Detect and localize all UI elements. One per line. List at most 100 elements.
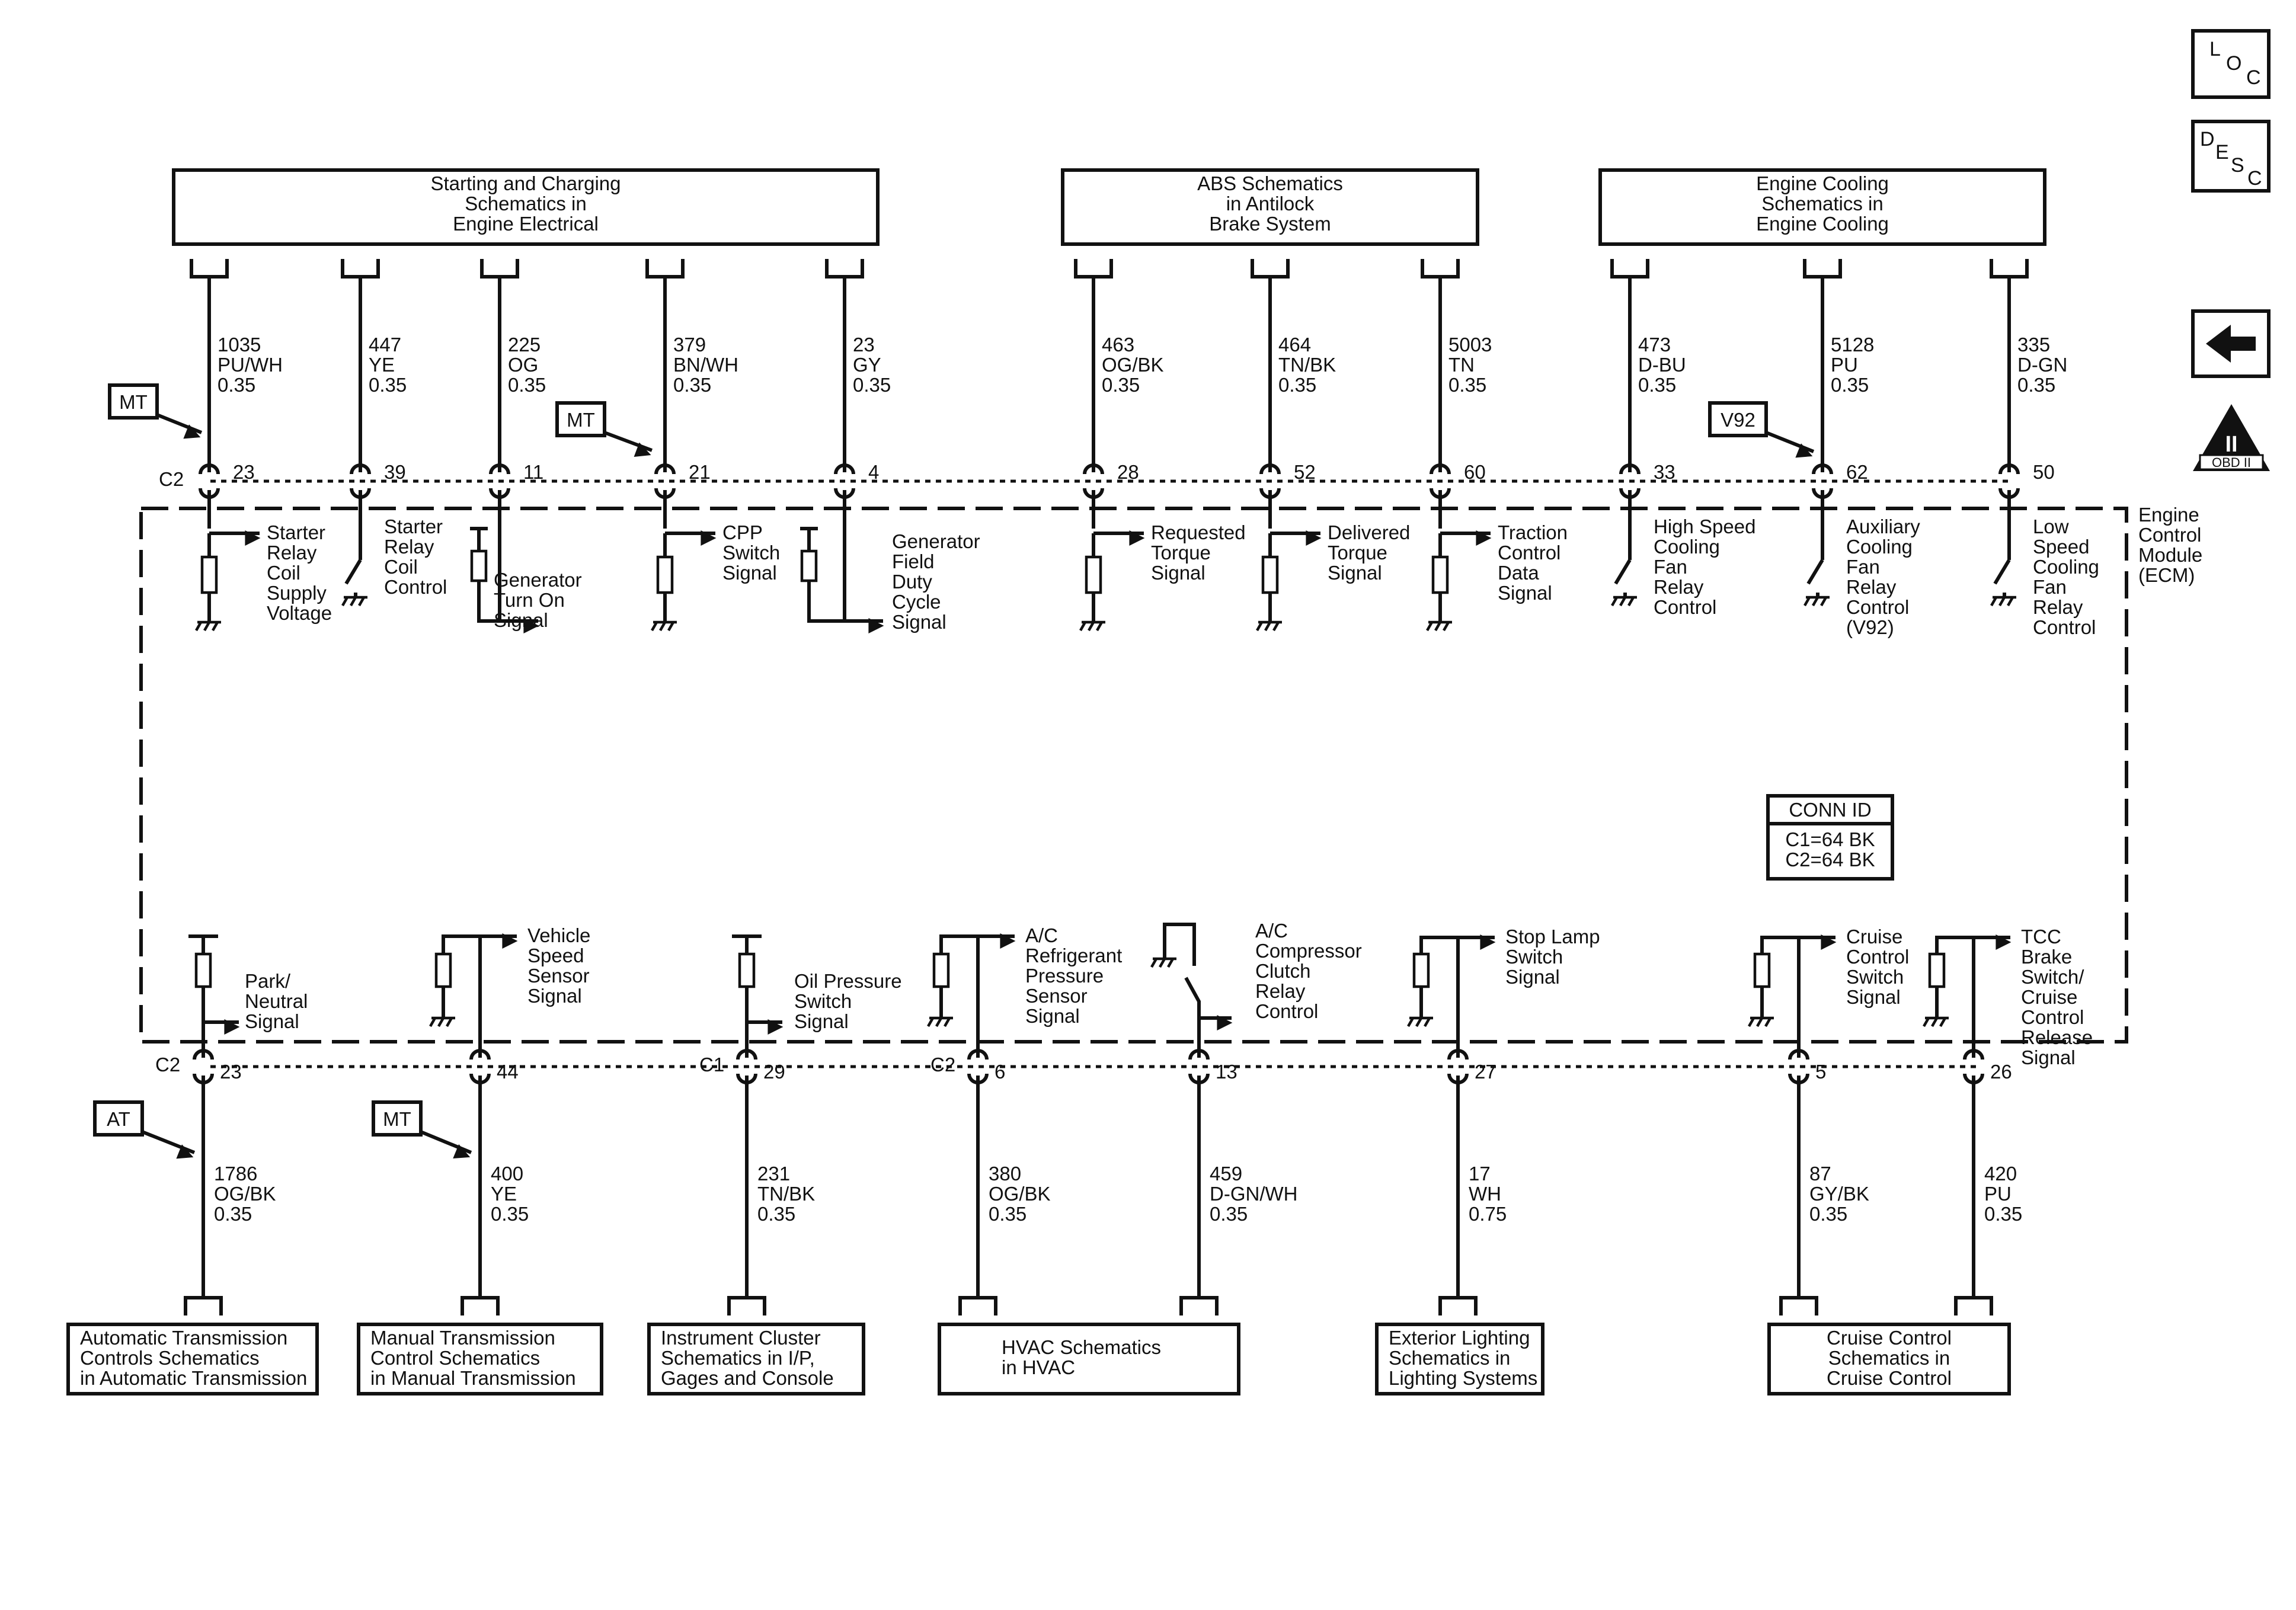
ground-symbol (1150, 957, 1176, 968)
circuit-number: 447 (369, 334, 401, 356)
ground-symbol (1923, 1016, 1949, 1028)
signal-label: Cooling (1654, 536, 1720, 558)
wire-size: 0.35 (1809, 1203, 1847, 1225)
connector-pin (199, 463, 220, 475)
signal-label: TCC (2021, 926, 2061, 948)
signal-label: (V92) (1846, 616, 1894, 638)
box-line: Cruise Control (1827, 1327, 1952, 1349)
option-tag-mt: MT (372, 1100, 472, 1159)
wire-color: YE (491, 1183, 517, 1205)
pin-number: 23 (220, 1061, 242, 1083)
wire-color: OG/BK (989, 1183, 1051, 1205)
connector-terminal (184, 1296, 223, 1315)
signal-label: Relay (1255, 980, 1306, 1002)
connector-pin (1998, 463, 2020, 475)
circuit-number: 17 (1469, 1163, 1491, 1185)
conn-id-line: C2=64 BK (1785, 849, 1875, 870)
signal-label: Release (2021, 1026, 2093, 1048)
connector-label: C1 (699, 1054, 724, 1076)
circuit-number: 463 (1102, 334, 1134, 356)
connector-label: C2 (155, 1054, 180, 1076)
signal-label: Signal (2021, 1046, 2076, 1068)
signal-label: Control (384, 576, 447, 598)
connector-pin (489, 463, 510, 475)
svg-text:C: C (2246, 66, 2261, 89)
signal-label: Compressor (1255, 940, 1362, 962)
ecm-boundary (139, 507, 2128, 1044)
wire-color: GY (853, 354, 881, 376)
signal-label: Clutch (1255, 960, 1311, 982)
ground-symbol (429, 1016, 455, 1028)
signal-label: Relay (2033, 596, 2083, 618)
resistor (1431, 555, 1449, 594)
pin-number: 52 (1294, 461, 1316, 483)
signal-label: Signal (1505, 966, 1560, 988)
ecm-label-line: Engine (2138, 504, 2199, 526)
connector-terminal (341, 259, 380, 279)
wire-size: 0.35 (369, 374, 407, 396)
wire-color: YE (369, 354, 395, 376)
signal-label: Speed (527, 945, 584, 966)
wire-size: 0.35 (1102, 374, 1140, 396)
signal-label: Fan (2033, 576, 2067, 598)
signal-label: Control (1255, 1000, 1318, 1022)
signal-label: Coil (384, 556, 418, 578)
signal-label: Sensor (527, 965, 590, 987)
circuit-number: 23 (853, 334, 875, 356)
bottom-circuit-459: 13459D-GN/WH0.35A/CCompressorClutchRelay… (1150, 920, 1362, 1315)
ecm-label: Engine Control Module (ECM) (2138, 504, 2202, 586)
loc-icon[interactable]: L O C (2191, 29, 2271, 99)
back-arrow-icon[interactable] (2191, 309, 2271, 378)
resistor (1261, 555, 1279, 594)
pin-number: 11 (523, 461, 543, 483)
wire-size: 0.35 (757, 1203, 795, 1225)
signal-label: Duty (892, 571, 932, 593)
obd-ii-icon[interactable]: II OBD II (2193, 404, 2270, 471)
pin-number: 39 (384, 461, 406, 483)
circuit-number: 459 (1210, 1163, 1242, 1185)
pin-number: 6 (994, 1061, 1005, 1083)
wire-size: 0.35 (214, 1203, 252, 1225)
box-line: Schematics in (465, 193, 586, 215)
signal-label: Control (1654, 596, 1716, 618)
box-line: in Antilock (1226, 193, 1315, 215)
signal-label: Cruise (1846, 926, 1902, 948)
circuit-number: 420 (1984, 1163, 2017, 1185)
box-line: Cruise Control (1827, 1367, 1952, 1389)
pin-number: 27 (1475, 1061, 1496, 1083)
signal-label: Supply (267, 582, 327, 604)
option-tag-text: MT (567, 409, 595, 431)
wire-color: WH (1469, 1183, 1501, 1205)
signal-label: Control (1846, 946, 1909, 968)
resistor (194, 952, 212, 988)
box-line: Schematics in I/P, (661, 1347, 815, 1369)
circuit-number: 473 (1638, 334, 1671, 356)
signal-label: Signal (527, 985, 582, 1007)
signal-label: Switch (1846, 966, 1904, 988)
svg-text:L: L (2209, 38, 2221, 60)
pin-number: 21 (689, 461, 711, 483)
wire (188, 934, 218, 954)
box-line: Gages and Console (661, 1367, 834, 1389)
wire-size: 0.35 (1210, 1203, 1248, 1225)
wire (1760, 936, 1799, 954)
wire (1806, 545, 1824, 597)
option-tag-at: AT (93, 1100, 196, 1159)
signal-arrow (141, 1130, 196, 1159)
signal-label: Fan (1846, 556, 1880, 578)
connector-terminal (1251, 259, 1290, 279)
desc-icon[interactable]: D E S C (2191, 120, 2271, 193)
resistor (200, 555, 218, 594)
signal-label: Relay (1654, 576, 1704, 598)
ground-symbol (341, 596, 367, 607)
wire-color: OG/BK (1102, 354, 1164, 376)
connector-terminal (190, 259, 229, 279)
signal-label: Control (2033, 616, 2096, 638)
signal-label: Signal (1328, 562, 1382, 584)
pin-number: 50 (2033, 461, 2055, 483)
